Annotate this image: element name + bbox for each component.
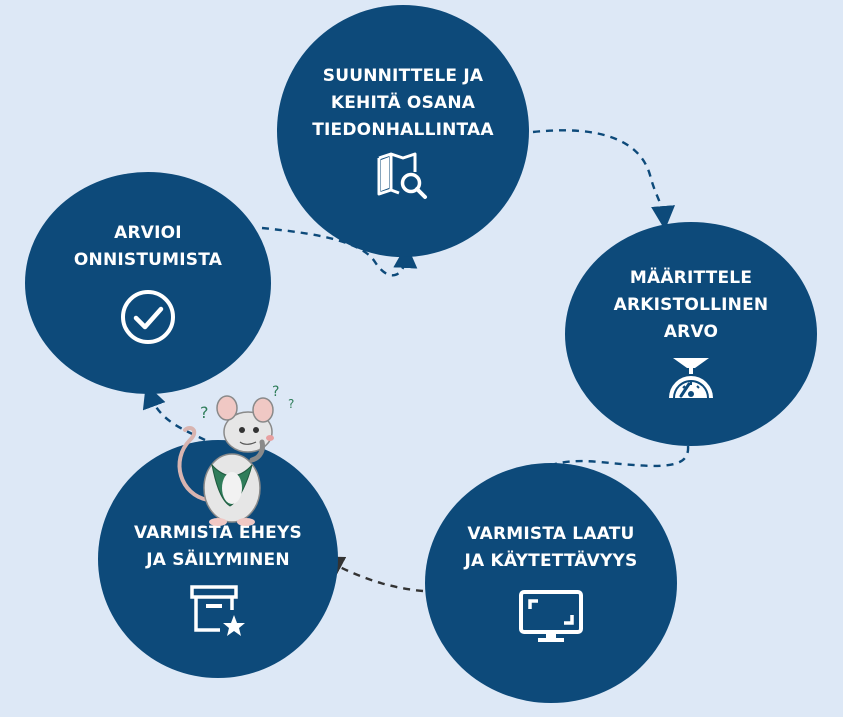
step-quality-label: VARMISTA LAATU JA KÄYTETTÄVYYS <box>465 521 638 575</box>
step-evaluate-label: ARVIOI ONNISTUMISTA <box>74 220 222 274</box>
map-search-icon <box>377 152 427 199</box>
step-define-label: MÄÄRITTELE ARKISTOLLINEN ARVO <box>614 265 769 346</box>
question-mark: ? <box>200 403 209 422</box>
monitor-icon <box>519 590 583 642</box>
confused-mouse-illustration: ? ? ? <box>177 384 294 526</box>
archive-star-icon <box>190 585 245 636</box>
step-integrity-line1: VARMISTA EHEYS <box>134 523 302 543</box>
step-evaluate-line2: ONNISTUMISTA <box>73 250 223 270</box>
step-evaluate-line1: ARVIOI <box>114 223 182 243</box>
step-integrity-line2: JA SÄILYMINEN <box>146 550 290 570</box>
step-plan-line2: KEHITÄ OSANA <box>330 92 476 113</box>
question-mark: ? <box>272 384 279 400</box>
arrow-plan-to-define <box>532 129 676 230</box>
step-quality-line2: JA KÄYTETTÄVYYS <box>464 551 638 571</box>
step-plan: SUUNNITTELE JA KEHITÄ OSANA TIEDONHALLIN… <box>277 5 529 257</box>
check-circle-icon <box>121 290 175 344</box>
step-plan-line3: TIEDONHALLINTAA <box>312 119 494 140</box>
step-integrity-label: VARMISTA EHEYS JA SÄILYMINEN <box>134 520 302 574</box>
step-plan-line1: SUUNNITTELE JA <box>322 65 484 86</box>
arrow-quality-to-integrity <box>319 556 424 593</box>
step-quality-line1: VARMISTA LAATU <box>467 524 635 544</box>
step-define-line2: ARKISTOLLINEN <box>613 294 769 315</box>
step-plan-label: SUUNNITTELE JA KEHITÄ OSANA TIEDONHALLIN… <box>312 63 494 144</box>
step-evaluate: ARVIOI ONNISTUMISTA <box>25 172 271 394</box>
step-define-line3: ARVO <box>663 321 719 342</box>
step-define: MÄÄRITTELE ARKISTOLLINEN ARVO <box>565 222 817 446</box>
step-quality: VARMISTA LAATU JA KÄYTETTÄVYYS <box>425 463 677 703</box>
step-define-line1: MÄÄRITTELE <box>629 267 753 288</box>
gauge-icon <box>669 357 713 398</box>
question-mark: ? <box>288 397 294 411</box>
